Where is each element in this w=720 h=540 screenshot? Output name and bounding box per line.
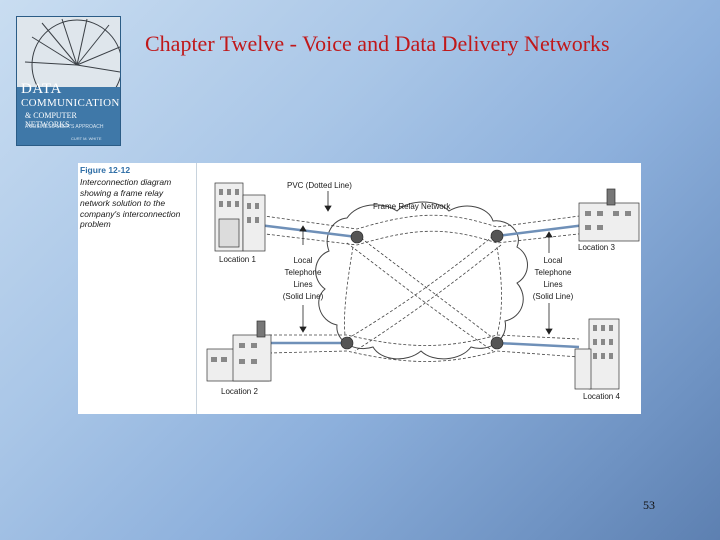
book-cover: DATA COMMUNICATIONS & COMPUTER NETWORKS … — [17, 17, 120, 145]
pvc-corridor-top — [256, 214, 588, 230]
label-location-2: Location 2 — [221, 387, 258, 396]
building-location-1 — [214, 182, 266, 252]
switch-node-4 — [490, 336, 504, 350]
switch-node-1 — [350, 230, 364, 244]
label-local-right-3: Lines — [543, 280, 562, 289]
frame-relay-cloud — [315, 201, 528, 360]
label-local-left-4: (Solid Line) — [283, 292, 324, 301]
cover-subtitle: A BUSINESS USER'S APPROACH — [25, 124, 104, 130]
figure-panel: Figure 12-12 Interconnection diagram sho… — [78, 163, 641, 414]
cover-title-line3: & COMPUTER NETWORKS — [25, 111, 77, 129]
figure-heading: Figure 12-12 — [80, 165, 131, 175]
building-location-2 — [206, 320, 272, 382]
caption-panel: Figure 12-12 Interconnection diagram sho… — [78, 163, 197, 414]
label-local-left-3: Lines — [293, 280, 312, 289]
label-location-4: Location 4 — [583, 392, 620, 401]
pvc-corridor-diag2 — [346, 232, 498, 340]
pvc-corridor-diag1 — [356, 234, 498, 342]
figure-caption: Interconnection diagram showing a frame … — [80, 177, 181, 229]
cover-title-line2: COMMUNICATIONS — [21, 97, 120, 109]
frame-relay-diagram: PVC (Dotted Line) Frame Relay Network Lo… — [206, 181, 640, 401]
cover-title-line1: DATA — [21, 81, 62, 97]
local-line-4 — [496, 341, 580, 349]
label-local-left-1: Local — [293, 256, 312, 265]
label-location-3: Location 3 — [578, 243, 615, 252]
local-line-3 — [496, 223, 586, 238]
label-local-left-2: Telephone — [285, 268, 322, 277]
pvc-corridor-left — [344, 246, 354, 336]
building-location-3 — [578, 188, 640, 242]
label-location-1: Location 1 — [219, 255, 256, 264]
label-local-right-4: (Solid Line) — [533, 292, 574, 301]
label-pvc: PVC (Dotted Line) — [287, 181, 352, 190]
switch-node-3 — [490, 229, 504, 243]
cover-wheel-image — [17, 17, 120, 87]
local-line-1 — [258, 223, 358, 239]
slide-title: Chapter Twelve - Voice and Data Delivery… — [145, 31, 610, 56]
slide-number: 53 — [643, 498, 655, 512]
building-location-4 — [574, 318, 620, 390]
pvc-corridor-right — [496, 246, 502, 336]
cover-author: CURT M. WHITE — [71, 136, 102, 141]
label-local-right-1: Local — [543, 256, 562, 265]
pvc-corridor-bottom — [269, 334, 580, 346]
switch-node-2 — [340, 336, 354, 350]
label-local-right-2: Telephone — [535, 268, 572, 277]
label-network: Frame Relay Network — [373, 202, 451, 211]
